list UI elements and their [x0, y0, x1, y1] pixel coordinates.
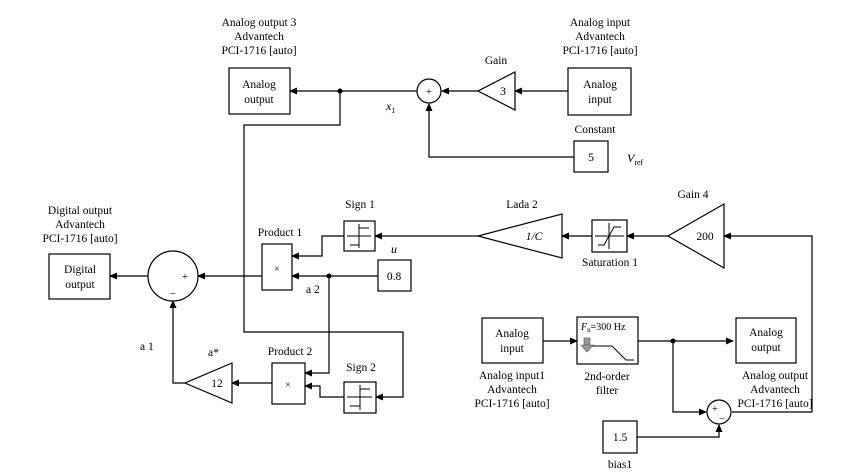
junction-filter-out [670, 338, 676, 344]
digital-output-caption-line1: Digital output [48, 205, 113, 217]
analog-input-1-caption-line2: Advantech [487, 384, 537, 396]
analog-input-1-body-line2: input [500, 343, 524, 355]
analog-input-top-body-line2: input [588, 94, 612, 106]
analog-output-bottom-caption-line2: Advantech [750, 384, 800, 396]
a1-label: a 1 [140, 341, 154, 353]
const-0-8-block: 0.8 [377, 259, 412, 292]
junction-a2 [326, 273, 332, 279]
junction-x1 [337, 88, 343, 94]
analog-output-3-block: Analog output 3 Advantech PCI-1716 [auto… [221, 17, 297, 115]
analog-input-1-caption-line1: Analog input1 [479, 370, 545, 382]
bias-1-value: 1.5 [613, 432, 628, 444]
lada-2-block: Lada 2 1/C [475, 199, 563, 259]
analog-input-top-body-line1: Analog [583, 79, 617, 91]
analog-output-3-caption-line1: Analog output 3 [222, 17, 297, 29]
analog-output-bottom-body-line2: output [751, 342, 781, 354]
filter-caption-line1: 2nd-order [584, 371, 630, 383]
sum-bias-minus: − [719, 414, 725, 425]
analog-output-bottom-caption-line3: PCI-1716 [auto] [737, 398, 812, 410]
saturation-1-icon [595, 223, 624, 249]
sign-1-icon [347, 224, 371, 248]
digital-output-caption-line3: PCI-1716 [auto] [42, 233, 117, 245]
digital-output-body-line2: output [65, 279, 95, 291]
a2-label: a 2 [306, 284, 320, 296]
sum-top-sign: + [426, 86, 432, 98]
sign-1-caption: Sign 1 [345, 199, 375, 211]
digital-output-body-line1: Digital [64, 264, 96, 276]
sum-digital-block: + − [147, 250, 199, 302]
u-label: u [391, 242, 397, 256]
gain-3-value: 3 [500, 84, 506, 98]
sum-digital-minus: − [170, 288, 176, 300]
filter-fn-label: Fn=300 Hz [580, 322, 626, 334]
product-2-symbol: × [285, 380, 291, 391]
gain-12-value: 12 [211, 378, 223, 390]
analog-input-top-caption-line2: Advantech [575, 31, 625, 43]
analog-input-top-block: Analog input Advantech PCI-1716 [auto] A… [562, 17, 638, 116]
wires [109, 87, 813, 438]
saturation-1-caption: Saturation 1 [582, 257, 638, 269]
sum-digital-plus: + [182, 271, 188, 283]
sign-2-icon [347, 385, 372, 410]
saturation-1-block: Saturation 1 [582, 219, 638, 269]
analog-input-1-body-line1: Analog [495, 328, 529, 340]
analog-output-bottom-block: Analog output Analog output Advantech PC… [735, 317, 813, 410]
product-2-block: Product 2 × [268, 346, 313, 405]
analog-input-top-caption-line1: Analog input [570, 17, 631, 29]
gain-3-block: Gain 3 [476, 55, 516, 111]
sum-bias-plus: + [712, 404, 718, 415]
sign-2-caption: Sign 2 [346, 362, 376, 374]
gain-12-block: 12 [183, 362, 233, 404]
gain-3-caption: Gain [485, 55, 508, 67]
const-0-8-value: 0.8 [387, 271, 402, 283]
gain-4-caption: Gain 4 [678, 189, 709, 201]
constant-value: 5 [588, 150, 594, 164]
product-1-caption: Product 1 [258, 227, 303, 239]
astar-label: a* [208, 347, 219, 359]
analog-output-3-body-line2: output [244, 94, 274, 106]
gain-4-block: Gain 4 200 [666, 189, 725, 270]
x1-label: x1 [385, 99, 395, 115]
analog-input-1-caption-line3: PCI-1716 [auto] [474, 398, 549, 410]
constant-caption: Constant [575, 124, 617, 136]
bias-1-caption: bias1 [608, 459, 633, 471]
product-1-block: Product 1 × [258, 227, 303, 291]
analog-input-1-block: Analog input Analog input1 Advantech PCI… [474, 317, 550, 410]
gain-4-value: 200 [696, 231, 714, 243]
filter-caption-line2: filter [596, 385, 619, 397]
product-1-symbol: × [274, 264, 280, 275]
sum-top-block: + [416, 78, 442, 104]
sum-bias-block: + − [706, 399, 732, 425]
filter-down-arrow-icon [580, 337, 594, 353]
digital-output-block: Digital output Advantech PCI-1716 [auto]… [42, 205, 118, 300]
analog-output-3-caption-line2: Advantech [234, 31, 284, 43]
sign-2-block: Sign 2 [343, 362, 377, 414]
analog-input-top-caption-line3: PCI-1716 [auto] [562, 45, 637, 57]
lada-2-caption: Lada 2 [506, 199, 538, 211]
bias-1-block: 1.5 bias1 [602, 420, 638, 471]
product-2-caption: Product 2 [268, 346, 313, 358]
analog-output-3-body-line1: Analog [242, 79, 276, 91]
vref-label: Vref [627, 151, 644, 167]
analog-output-bottom-body-line1: Analog [749, 327, 783, 339]
filter-block: Fn=300 Hz 2nd-order filter [576, 316, 639, 397]
analog-output-3-caption-line3: PCI-1716 [auto] [221, 45, 296, 57]
sign-1-block: Sign 1 [343, 199, 376, 252]
analog-output-bottom-caption-line1: Analog output [742, 370, 809, 382]
filter-lowpass-icon [590, 345, 634, 361]
digital-output-caption-line2: Advantech [55, 219, 105, 231]
lada-2-value: 1/C [526, 231, 543, 243]
constant-block: Constant 5 Vref [573, 124, 644, 173]
